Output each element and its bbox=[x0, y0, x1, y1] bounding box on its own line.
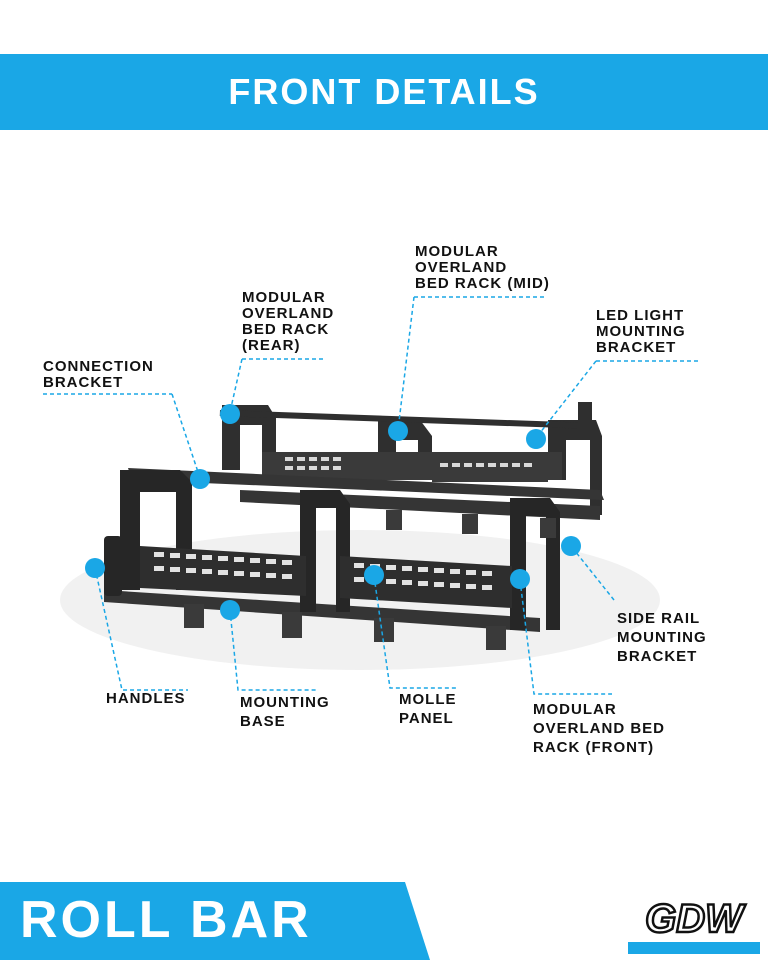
label-mounting-base: MOUNTING BASE bbox=[240, 694, 330, 730]
label-connection-bracket: CONNECTION BRACKET bbox=[43, 358, 154, 391]
label-mid-bed-rack: MODULAR OVERLAND BED RACK (MID) bbox=[415, 243, 550, 292]
footer-band bbox=[0, 882, 430, 960]
label-molle-panel: MOLLE PANEL bbox=[399, 691, 457, 727]
brand-logo-text: GDW bbox=[645, 897, 746, 941]
leader-lines bbox=[43, 296, 700, 695]
label-side-rail-bracket: SIDE RAIL MOUNTING BRACKET bbox=[617, 610, 707, 665]
front-molle-pattern bbox=[154, 552, 492, 590]
label-led-light-bracket: LED LIGHT MOUNTING BRACKET bbox=[596, 307, 686, 356]
label-rear-bed-rack: MODULAR OVERLAND BED RACK (REAR) bbox=[242, 289, 335, 354]
rear-rack-structure bbox=[219, 402, 602, 515]
footer-title: ROLL BAR bbox=[20, 891, 312, 949]
hotspot-dots bbox=[85, 404, 581, 620]
brand-logo: GDW bbox=[628, 896, 760, 954]
rear-molle-pattern bbox=[285, 457, 532, 470]
label-front-bed-rack: MODULAR OVERLAND BED RACK (FRONT) bbox=[533, 701, 666, 756]
header-banner: FRONT DETAILS bbox=[0, 54, 768, 130]
page-title: FRONT DETAILS bbox=[228, 71, 540, 112]
label-handles: HANDLES bbox=[106, 690, 186, 707]
mounting-feet bbox=[184, 510, 556, 650]
